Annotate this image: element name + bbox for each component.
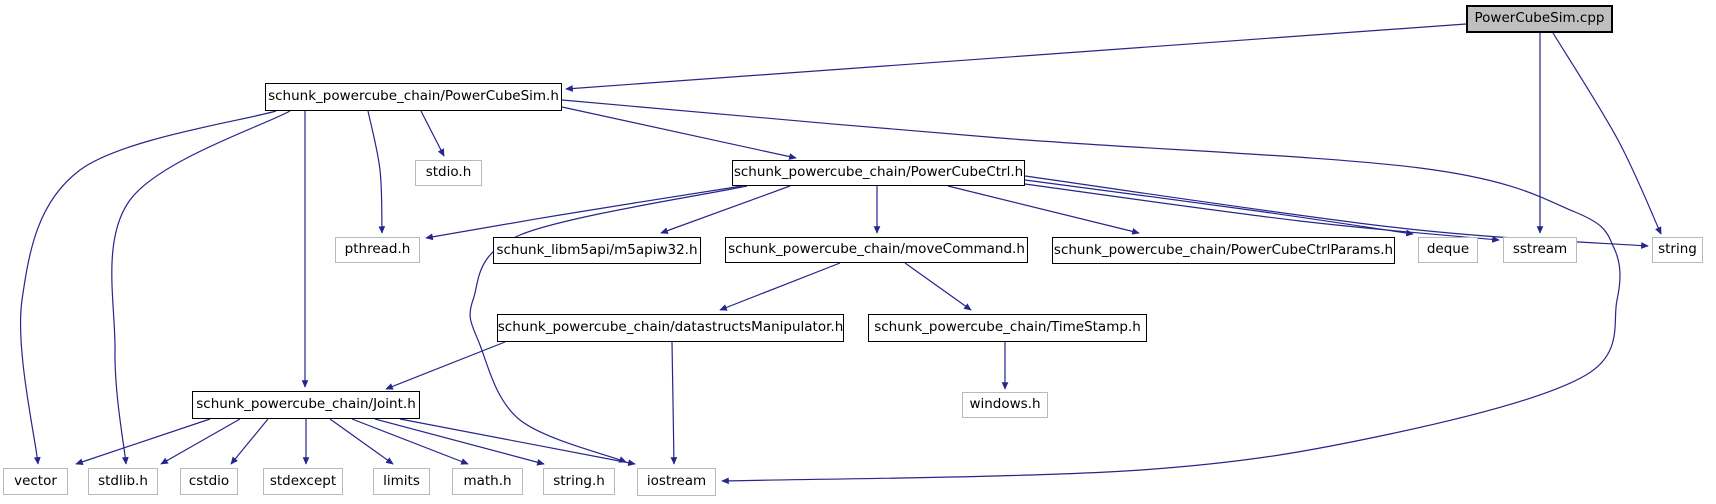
edge-joint-iostream xyxy=(399,418,636,467)
node-cpp[interactable]: PowerCubeSim.cpp xyxy=(1466,5,1613,33)
node-datastructs[interactable]: schunk_powercube_chain/datastructsManipu… xyxy=(497,314,844,342)
edge-ctrl-params xyxy=(947,185,1140,235)
edge-movecmd-datastructs xyxy=(719,262,841,311)
edge-joint-mathh xyxy=(351,418,469,465)
node-stringh: string.h xyxy=(543,468,615,495)
node-deque: deque xyxy=(1418,237,1478,263)
edge-ctrl-deque xyxy=(1024,179,1414,237)
node-joint[interactable]: schunk_powercube_chain/Joint.h xyxy=(192,391,420,419)
node-vector: vector xyxy=(3,468,68,495)
edge-cpp-string xyxy=(1552,32,1662,235)
node-params[interactable]: schunk_powercube_chain/PowerCubeCtrlPara… xyxy=(1052,237,1395,264)
node-stdlib: stdlib.h xyxy=(88,468,158,495)
node-windows: windows.h xyxy=(962,392,1048,418)
node-pthread: pthread.h xyxy=(335,237,420,263)
edge-joint-stdlib xyxy=(160,418,241,465)
edge-joint-vector xyxy=(75,418,211,466)
node-stdexcept: stdexcept xyxy=(263,468,343,495)
node-simh[interactable]: schunk_powercube_chain/PowerCubeSim.h xyxy=(265,83,562,111)
edge-datastructs-iostream xyxy=(670,341,678,465)
node-string: string xyxy=(1652,237,1703,263)
edge-movecmd-timestamp xyxy=(904,262,972,311)
edge-ctrl-sstream xyxy=(1024,183,1500,243)
edge-simh-pthread xyxy=(367,110,386,234)
edge-simh-stdio xyxy=(420,110,445,157)
edge-joint-stringh xyxy=(374,418,545,466)
node-cstdio: cstdio xyxy=(180,468,238,495)
edge-simh-ctrl xyxy=(561,106,797,160)
node-limits: limits xyxy=(373,468,430,495)
edge-joint-limits xyxy=(329,418,394,465)
node-iostream: iostream xyxy=(637,468,716,496)
node-stdio: stdio.h xyxy=(415,160,482,186)
edge-ctrl-pthread xyxy=(425,185,743,241)
node-timestamp[interactable]: schunk_powercube_chain/TimeStamp.h xyxy=(868,314,1147,342)
node-m5api[interactable]: schunk_libm5api/m5apiw32.h xyxy=(493,237,701,264)
edge-joint-cstdio xyxy=(230,418,269,465)
node-movecmd[interactable]: schunk_powercube_chain/moveCommand.h xyxy=(725,237,1028,263)
node-ctrl[interactable]: schunk_powercube_chain/PowerCubeCtrl.h xyxy=(732,160,1025,186)
edge-simh-iostream xyxy=(561,99,1621,485)
edge-datastructs-joint xyxy=(385,341,506,390)
edge-ctrl-string xyxy=(1024,175,1649,249)
node-sstream: sstream xyxy=(1503,237,1577,263)
edge-cpp-simh xyxy=(565,23,1467,92)
node-mathh: math.h xyxy=(452,468,523,495)
edge-ctrl-m5api xyxy=(660,185,791,234)
